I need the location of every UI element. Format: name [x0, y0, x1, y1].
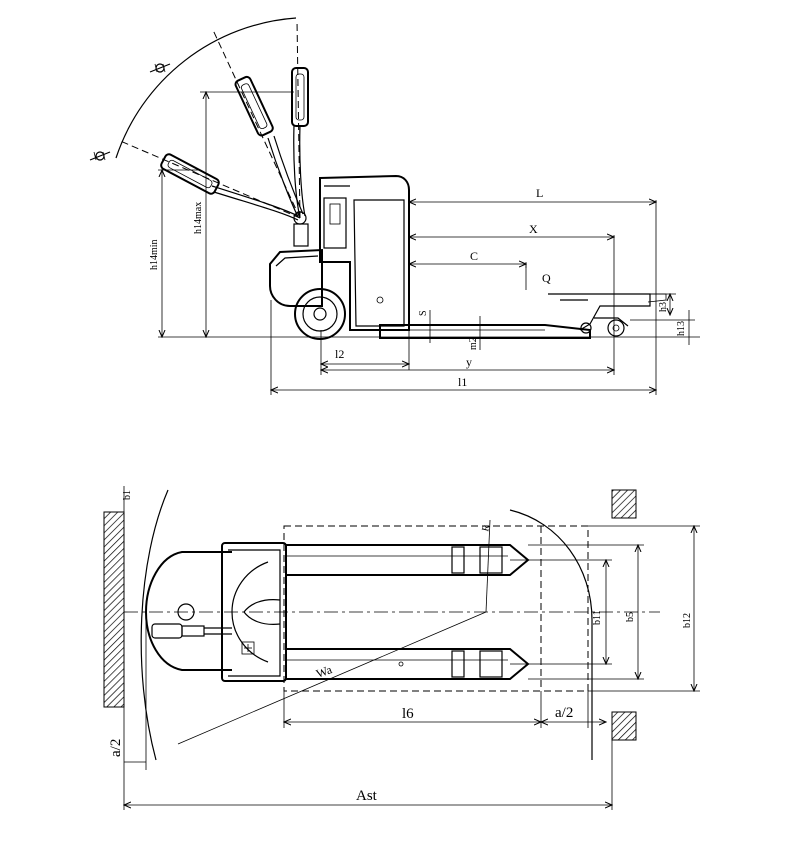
label-x: X — [529, 222, 538, 236]
label-c: C — [470, 249, 478, 263]
pallet-outline — [283, 525, 589, 692]
label-a-half-left: a/2 — [108, 739, 124, 757]
tiller-low — [160, 153, 299, 221]
wall-left — [103, 511, 125, 708]
label-b5: b5 — [625, 612, 636, 622]
label-l2: l2 — [335, 347, 344, 361]
truck-body — [269, 174, 667, 340]
label-s: S — [418, 310, 429, 316]
label-h3: h3 — [658, 302, 669, 312]
label-h13: h13 — [676, 321, 687, 336]
label-h14min: h14min — [149, 239, 160, 270]
radius-line — [485, 519, 491, 613]
label-wa: Wa — [314, 662, 334, 681]
drive-wheel — [294, 288, 346, 340]
label-m2: m2 — [468, 337, 479, 350]
wa-line — [177, 611, 487, 745]
label-a-half-right: a/2 — [555, 705, 573, 721]
label-ast: Ast — [356, 788, 378, 804]
truck-body-top — [144, 542, 287, 682]
top-view: R Wa b1 b11 b5 b12 l6 a/2 a/2 — [103, 486, 700, 810]
obstacle-bottom-right — [611, 711, 637, 741]
tiller-radial-2 — [212, 29, 301, 219]
tiller-radial-1 — [296, 19, 301, 219]
arc-symbol-lower — [89, 151, 111, 161]
label-b11: b11 — [592, 610, 603, 625]
label-y: y — [466, 355, 472, 369]
obstacle-top-right — [611, 489, 637, 519]
tiller-swing-arc — [115, 17, 297, 159]
tiller-vertical — [291, 67, 309, 219]
label-l: L — [536, 186, 543, 200]
load-roller — [607, 319, 625, 337]
label-q: Q — [542, 271, 551, 285]
label-l6: l6 — [402, 706, 414, 722]
label-h14max: h14max — [193, 202, 204, 234]
turning-arc-right — [509, 509, 593, 760]
side-view: Q L X C S m2 h3 h13 l2 — [89, 17, 700, 395]
label-r: R — [480, 523, 492, 533]
fork-roller — [580, 322, 592, 334]
label-b1: b1 — [122, 490, 133, 500]
label-b12: b12 — [682, 613, 693, 628]
turning-arc-outer — [140, 489, 169, 761]
arc-symbol-upper — [149, 63, 171, 73]
label-l1: l1 — [458, 375, 467, 389]
tiller-mid — [234, 75, 304, 218]
